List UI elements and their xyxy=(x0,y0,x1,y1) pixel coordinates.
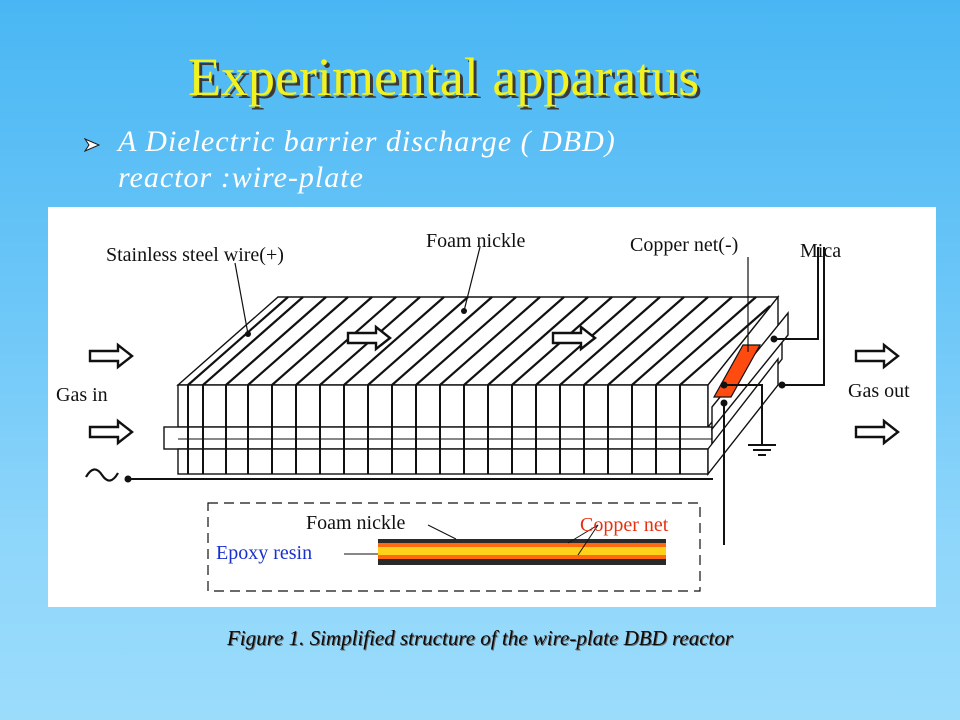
label-leaders xyxy=(234,246,749,352)
ground-icon xyxy=(748,435,776,456)
cross-section xyxy=(378,539,666,565)
reactor-diagram: Stainless steel wire(+) Foam nickle Copp… xyxy=(48,207,936,607)
upper-plate-front xyxy=(177,384,709,428)
reactor-body xyxy=(163,294,789,477)
wire-drops xyxy=(187,385,681,474)
label-epoxy-resin: Epoxy resin xyxy=(216,542,312,564)
base-plate-front xyxy=(177,448,709,475)
bullet-text-line-2: reactor :wire-plate xyxy=(118,161,364,194)
ac-source-icon xyxy=(85,468,119,482)
inset-box xyxy=(207,502,701,592)
inset-leaders xyxy=(344,524,599,556)
label-copper-net-negative: Copper net(-) xyxy=(630,234,738,256)
label-copper-net-inset: Copper net xyxy=(580,514,669,536)
label-foam-nickle-top: Foam nickle xyxy=(426,230,526,252)
figure-caption: Figure 1. Simplified structure of the wi… xyxy=(226,626,734,650)
lower-plate-front xyxy=(163,426,713,450)
label-mica: Mica xyxy=(800,240,841,262)
label-gas-out: Gas out xyxy=(848,380,910,402)
label-stainless-steel-wire: Stainless steel wire(+) xyxy=(106,244,284,266)
flow-arrow-icon xyxy=(854,419,900,445)
slide-title: Experimental apparatus xyxy=(188,47,700,107)
bullet-text-line-1: A Dielectric barrier discharge ( DBD) xyxy=(118,125,616,158)
flow-arrow-icon xyxy=(88,419,134,445)
electrical-wiring xyxy=(128,247,825,545)
base-plate-side xyxy=(707,356,779,477)
flow-arrow-icon xyxy=(854,343,900,369)
mica-side xyxy=(711,311,789,431)
label-gas-in: Gas in xyxy=(56,384,108,406)
reactor-diagram-svg: Stainless steel wire(+) Foam nickle Copp… xyxy=(56,230,910,592)
arrow-bullet-icon xyxy=(84,138,100,152)
label-foam-nickle-inset: Foam nickle xyxy=(306,512,406,534)
connection-dots xyxy=(124,308,786,483)
flow-arrow-icon xyxy=(88,343,134,369)
bullet-text: A Dielectric barrier discharge ( DBD) re… xyxy=(118,124,616,196)
